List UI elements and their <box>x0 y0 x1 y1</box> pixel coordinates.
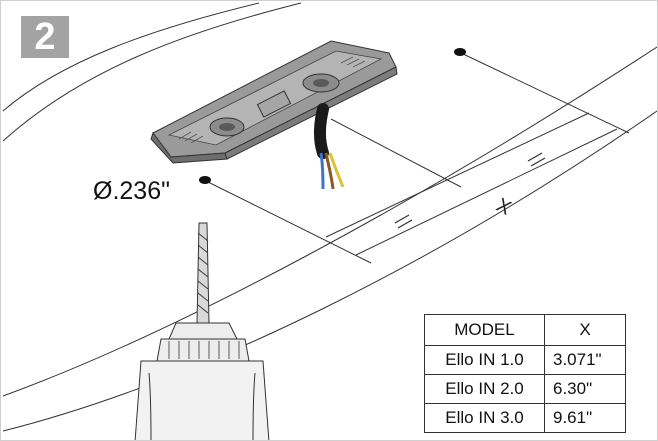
dimension-span-lower <box>355 128 618 256</box>
x-value-cell: 9.61" <box>544 403 626 433</box>
column-header-model: MODEL <box>424 314 545 346</box>
power-drill <box>134 222 270 440</box>
model-cell: Ello IN 2.0 <box>424 374 545 404</box>
column-header-x: X <box>544 314 626 346</box>
equal-mark-right <box>527 152 546 167</box>
ceiling-edge-arc-4 <box>2 110 657 432</box>
distance-x-label-wrap: X <box>493 194 515 220</box>
table-row: Ello IN 2.0 6.30" <box>424 374 626 404</box>
table-row: Ello IN 1.0 3.071" <box>424 345 626 375</box>
x-value-cell: 3.071" <box>544 345 626 375</box>
step-number-badge: 2 <box>21 16 69 58</box>
ceiling-edge-arc-3 <box>2 46 657 397</box>
drill-hole-right <box>454 48 466 56</box>
dimension-line-left <box>205 180 372 264</box>
model-cell: Ello IN 1.0 <box>424 345 545 375</box>
dimension-line-center <box>330 118 462 188</box>
ceiling-edge-arc-1 <box>2 2 260 112</box>
x-value-cell: 6.30" <box>544 374 626 404</box>
ceiling-edge-arc-2 <box>2 2 302 142</box>
table-header-row: MODEL X <box>424 314 626 346</box>
table-row: Ello IN 3.0 9.61" <box>424 403 626 433</box>
dimension-span-upper <box>325 112 590 238</box>
dimension-line-right <box>460 52 630 134</box>
power-cable <box>314 103 345 190</box>
model-cell: Ello IN 3.0 <box>424 403 545 433</box>
equal-mark-left <box>394 214 413 229</box>
distance-x-label: X <box>493 194 515 220</box>
hole-diameter-label: Ø.236" <box>93 177 170 205</box>
model-dimension-table: MODEL X Ello IN 1.0 3.071" Ello IN 2.0 6… <box>424 314 626 433</box>
drill-hole-left <box>199 176 211 184</box>
mounting-bracket <box>150 40 398 164</box>
